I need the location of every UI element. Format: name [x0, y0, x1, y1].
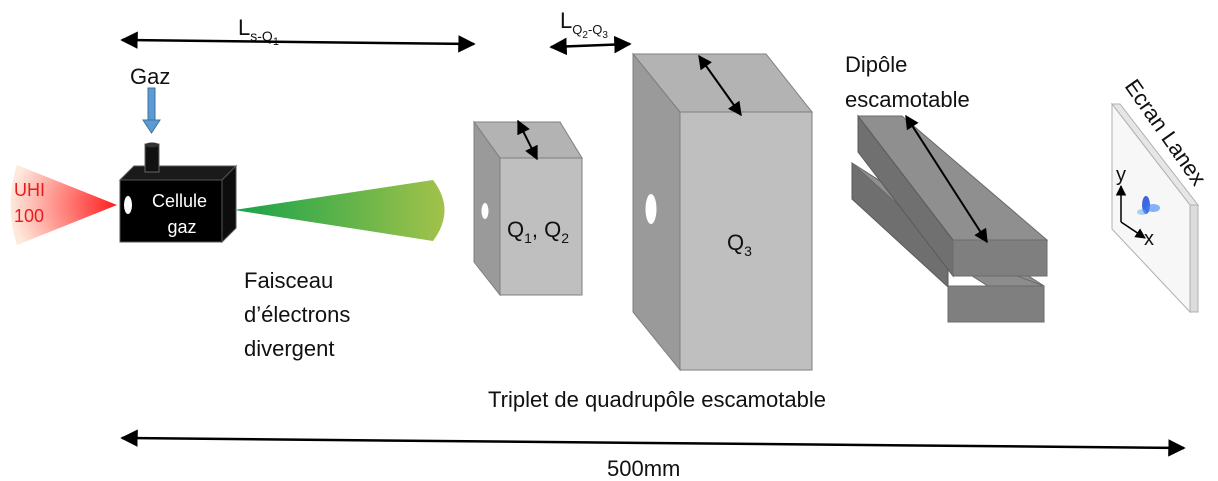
dipole-magnet [851, 114, 1049, 323]
axis-x-label: x [1144, 228, 1154, 250]
dipole-label: Dipôle escamotable [845, 52, 970, 112]
electron-beam [234, 180, 445, 241]
gas-cell [118, 142, 238, 244]
quadrupole-q3-label: Q3 [727, 230, 752, 259]
quadrupole-q3 [631, 52, 814, 372]
gas-inlet-arrow [142, 87, 161, 134]
gas-cell-label: Cellule gaz [152, 191, 212, 237]
quadrupole-q1-q2 [473, 119, 583, 297]
laser-cone [10, 165, 117, 245]
axis-y-label: y [1116, 164, 1126, 186]
distance-label-q2-q3: LQ2-Q3 [560, 8, 608, 41]
triplet-caption: Triplet de quadrupôle escamotable [488, 387, 826, 412]
laser-label: UHI 100 [14, 180, 50, 226]
total-length-label: 500mm [607, 456, 680, 481]
distance-label-source-q1: Ls-Q1 [238, 15, 279, 48]
lanex-screen [1110, 102, 1200, 314]
distance-arrow-source-q1 [120, 31, 476, 53]
total-length-arrow [120, 429, 1186, 457]
electron-beam-label: Faisceau d’électrons divergent [244, 268, 357, 361]
gas-inlet-label: Gaz [130, 64, 170, 89]
distance-arrow-q2-q3 [549, 35, 632, 56]
quadrupole-q1-q2-label: Q1, Q2 [507, 217, 569, 246]
